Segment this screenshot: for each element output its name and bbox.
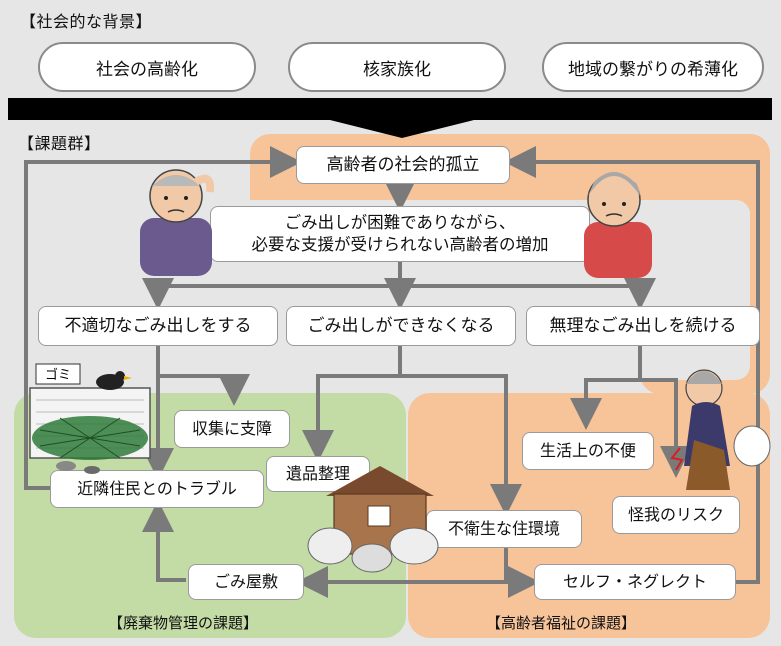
issues-heading: 【課題群】	[18, 134, 101, 153]
node-difficulty-line2: 必要な支援が受けられない高齢者の増加	[251, 235, 549, 254]
node-isolation: 高齢者の社会的孤立	[296, 146, 510, 184]
node-injury-risk: 怪我のリスク	[612, 496, 740, 534]
arrow-neighbor-isolation	[24, 146, 302, 490]
elderly-woman-illustration	[584, 172, 652, 278]
elderly-man-illustration	[140, 169, 215, 276]
node-neighbor-trouble: 近隣住民とのトラブル	[50, 470, 264, 508]
background-heading: 【社会的な背景】	[20, 12, 153, 31]
node-difficulty: ごみ出しが困難でありながら、 必要な支援が受けられない高齢者の増加	[210, 206, 590, 262]
arrow-improper-collection	[158, 374, 250, 406]
black-band-arrow	[8, 98, 772, 120]
factor-aging: 社会の高齢化	[38, 42, 256, 92]
band-chevron	[330, 120, 474, 138]
node-unsanitary-living: 不衛生な住環境	[426, 510, 582, 548]
node-continue-unreasonable: 無理なごみ出しを続ける	[526, 306, 760, 346]
node-garbage-house: ごみ屋敷	[188, 564, 304, 600]
arrow-unsanitary-selfneglect	[504, 548, 540, 598]
arrow-garbage-neighbor	[142, 500, 186, 582]
garbage-house-illustration	[307, 466, 439, 573]
factor-weak-community: 地域の繋がりの希薄化	[542, 42, 764, 92]
arrow-cannot-unsanitary	[400, 374, 522, 516]
welfare-region-label: 【高齢者福祉の課題】	[486, 614, 637, 632]
trash-station-illustration: ゴミ	[29, 363, 151, 474]
trash-sign: ゴミ	[45, 367, 71, 383]
arrow-continue-inconvenience	[570, 345, 642, 430]
node-collection-hindrance: 収集に支障	[174, 410, 290, 448]
node-difficulty-line1: ごみ出しが困難でありながら、	[284, 212, 516, 232]
node-daily-inconvenience: 生活上の不便	[522, 432, 654, 470]
node-cannot-dispose: ごみ出しができなくなる	[286, 306, 516, 346]
arrow-cannot-estate	[302, 345, 402, 462]
woman-carrying-trash-illustration	[670, 369, 771, 490]
node-improper-disposal: 不適切なごみ出しをする	[38, 306, 278, 346]
waste-region-label: 【廃棄物管理の課題】	[108, 614, 259, 632]
arrow-selfneglect-isolation	[504, 146, 760, 584]
node-self-neglect: セルフ・ネグレクト	[534, 564, 736, 600]
factor-nuclear-family: 核家族化	[288, 42, 506, 92]
arrow-continue-injury	[640, 378, 692, 478]
